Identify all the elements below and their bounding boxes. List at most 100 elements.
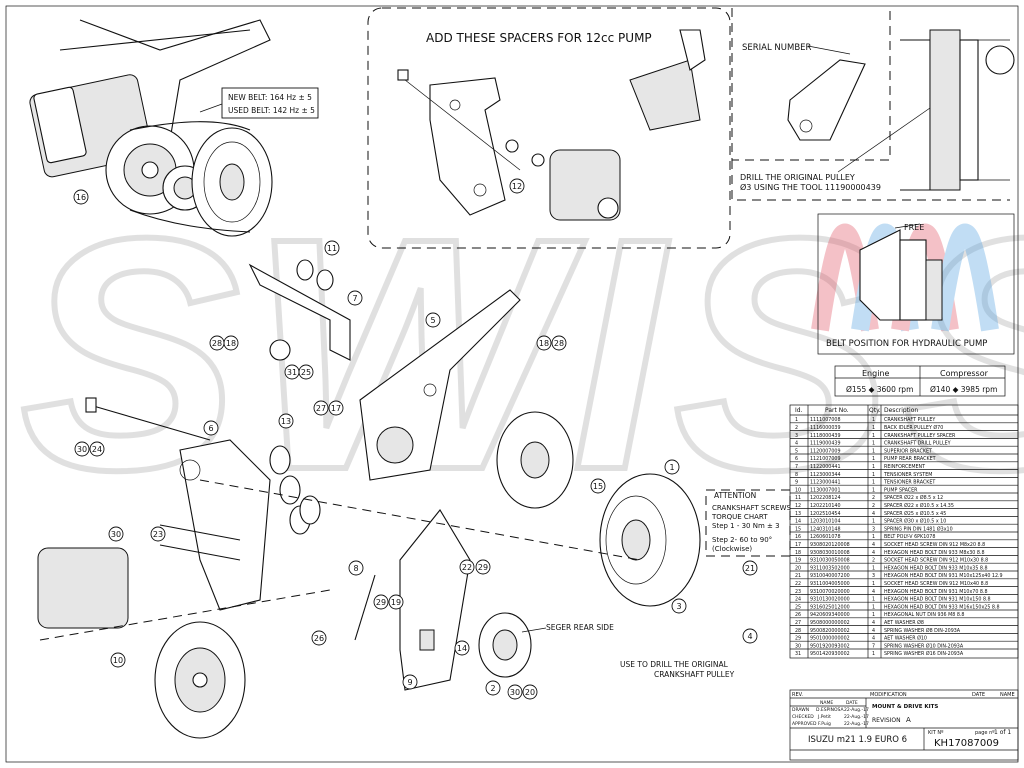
part-number: 1116000039 — [810, 425, 841, 431]
part-number: 9501420930002 — [810, 651, 850, 657]
balloon-label: 10 — [113, 656, 123, 665]
part-number: 1130007001 — [810, 487, 841, 493]
tb-kit-label: KIT Nº — [928, 730, 944, 736]
part-id: 4 — [795, 441, 798, 447]
part-description: AET WASHER Ø8 — [884, 619, 924, 626]
part-id: 12 — [795, 503, 801, 509]
balloon-label: 29 — [478, 563, 488, 572]
balloon-label: 18 — [226, 339, 236, 348]
part-description: CRANKSHAFT PULLEY — [884, 417, 935, 423]
balloon-circle — [324, 240, 340, 256]
part-qty: 2 — [872, 558, 875, 564]
tb-approved: APPROVED — [792, 721, 817, 727]
used-belt-text: USED BELT: 142 Hz ± 5 — [228, 106, 315, 115]
part-qty: 4 — [872, 628, 875, 634]
balloon-circle — [475, 559, 491, 575]
part-number: 9501000000002 — [810, 636, 850, 642]
part-description: SPRING WASHER Ø8 DIN-2093A — [884, 627, 961, 634]
part-number: 9310030050008 — [810, 558, 850, 564]
part-qty: 3 — [872, 573, 875, 579]
part-description: SPACER Ø22 x Ø8.5 x 12 — [884, 494, 943, 501]
balloon-circle — [664, 459, 680, 475]
tb-revision: A — [906, 716, 911, 724]
part-id: 3 — [795, 433, 798, 439]
balloon-circle — [402, 674, 418, 690]
part-qty: 4 — [872, 511, 875, 517]
balloon-label: 8 — [353, 564, 358, 573]
part-description: CRANKSHAFT PULLEY SPACER — [884, 433, 956, 439]
parts-header-partno: Part No. — [825, 407, 849, 414]
part-description: HEXAGON HEAD BOLT DIN 933 M16x150x25 8.8 — [884, 604, 1000, 610]
title-block: REV. MODIFICATION DATE NAME NAME DATE DR… — [789, 689, 1019, 761]
balloon-label: 24 — [92, 445, 102, 454]
part-qty: 1 — [872, 480, 875, 486]
serial-detail: SERIAL NUMBER — [742, 29, 1015, 191]
free-text: FREE — [904, 223, 924, 232]
balloon-circle — [459, 559, 475, 575]
balloon-circle — [388, 594, 404, 610]
part-id: 23 — [795, 589, 801, 595]
part-description: HEXAGONAL NUT DIN 936 M8 8.8 — [884, 612, 964, 618]
balloon-label: 19 — [391, 598, 401, 607]
rpm-value-engine: Ø155 ◆ 3600 rpm — [846, 385, 913, 394]
part-number: 9310070020000 — [810, 589, 850, 595]
part-qty: 4 — [872, 636, 875, 642]
balloon-circle — [150, 526, 166, 542]
use-drill-text-2: CRANKSHAFT PULLEY — [654, 670, 735, 679]
part-number: 9308030010008 — [810, 550, 850, 556]
pump-assembly-top — [29, 19, 273, 237]
part-id: 11 — [795, 495, 801, 501]
balloon-circle — [507, 684, 523, 700]
part-qty: 4 — [872, 620, 875, 626]
part-number: 1119000439 — [810, 441, 841, 447]
part-qty: 3 — [872, 526, 875, 532]
balloon-label: 3 — [676, 602, 681, 611]
part-description: CRANKSHAFT DRILL PULLEY — [884, 441, 951, 447]
part-description: BACK IDLER PULLEY Ø70 — [884, 424, 943, 431]
part-description: AET WASHER Ø10 — [884, 635, 927, 642]
balloon-circle — [110, 652, 126, 668]
balloon-circle — [313, 400, 329, 416]
tb-revision-label: REVISION — [872, 717, 901, 724]
spacers-frame — [367, 7, 731, 249]
part-id: 31 — [795, 651, 801, 657]
tb-name-col: NAME — [820, 700, 833, 706]
part-qty: 1 — [872, 651, 875, 657]
tb-checked: CHECKED — [792, 714, 814, 720]
part-qty: 1 — [872, 612, 875, 618]
tb-drawn: DRAWN — [792, 707, 809, 713]
part-description: HEXAGON HEAD BOLT DIN 931 M10x150 8.8 — [884, 597, 991, 603]
balloon-circle — [742, 560, 758, 576]
balloon-label: 7 — [352, 294, 357, 303]
part-id: 13 — [795, 511, 801, 517]
balloon-circle — [89, 441, 105, 457]
part-qty: 2 — [872, 503, 875, 509]
balloon-label: 30 — [77, 445, 87, 454]
balloon-circle — [328, 400, 344, 416]
part-number: 1202210140 — [810, 503, 841, 509]
part-description: SPACER Ø25 x Ø10.5 x 45 — [884, 510, 946, 517]
tb-kit-number: KH17087009 — [934, 738, 999, 749]
seger-text: SEGER REAR SIDE — [546, 623, 614, 632]
part-qty: 1 — [872, 417, 875, 423]
balloon-circle — [742, 628, 758, 644]
tb-title: MOUNT & DRIVE KITS — [872, 704, 938, 710]
part-qty: 1 — [872, 604, 875, 610]
torque-text-5: (Clockwise) — [712, 545, 752, 553]
tb-date-col: DATE — [846, 700, 858, 706]
torque-text-2: TORQUE CHART — [711, 513, 768, 521]
tb-model: ISUZU m21 1.9 EURO 6 — [808, 735, 907, 745]
seger-note: SEGER REAR SIDE — [521, 623, 614, 633]
part-description: REINFORCEMENT — [884, 464, 925, 470]
main-assembly — [37, 259, 701, 739]
tb-drawn-by: D.ESPINOSA — [816, 707, 844, 713]
part-id: 14 — [795, 519, 801, 525]
balloon-circle — [284, 364, 300, 380]
tb-rev: REV. — [792, 692, 803, 698]
balloon-label: 13 — [281, 417, 291, 426]
balloon-label: 17 — [331, 404, 341, 413]
balloon-circle — [373, 594, 389, 610]
drawing-border — [5, 5, 1019, 763]
part-qty: 1 — [872, 487, 875, 493]
drill-frame — [731, 160, 1010, 201]
